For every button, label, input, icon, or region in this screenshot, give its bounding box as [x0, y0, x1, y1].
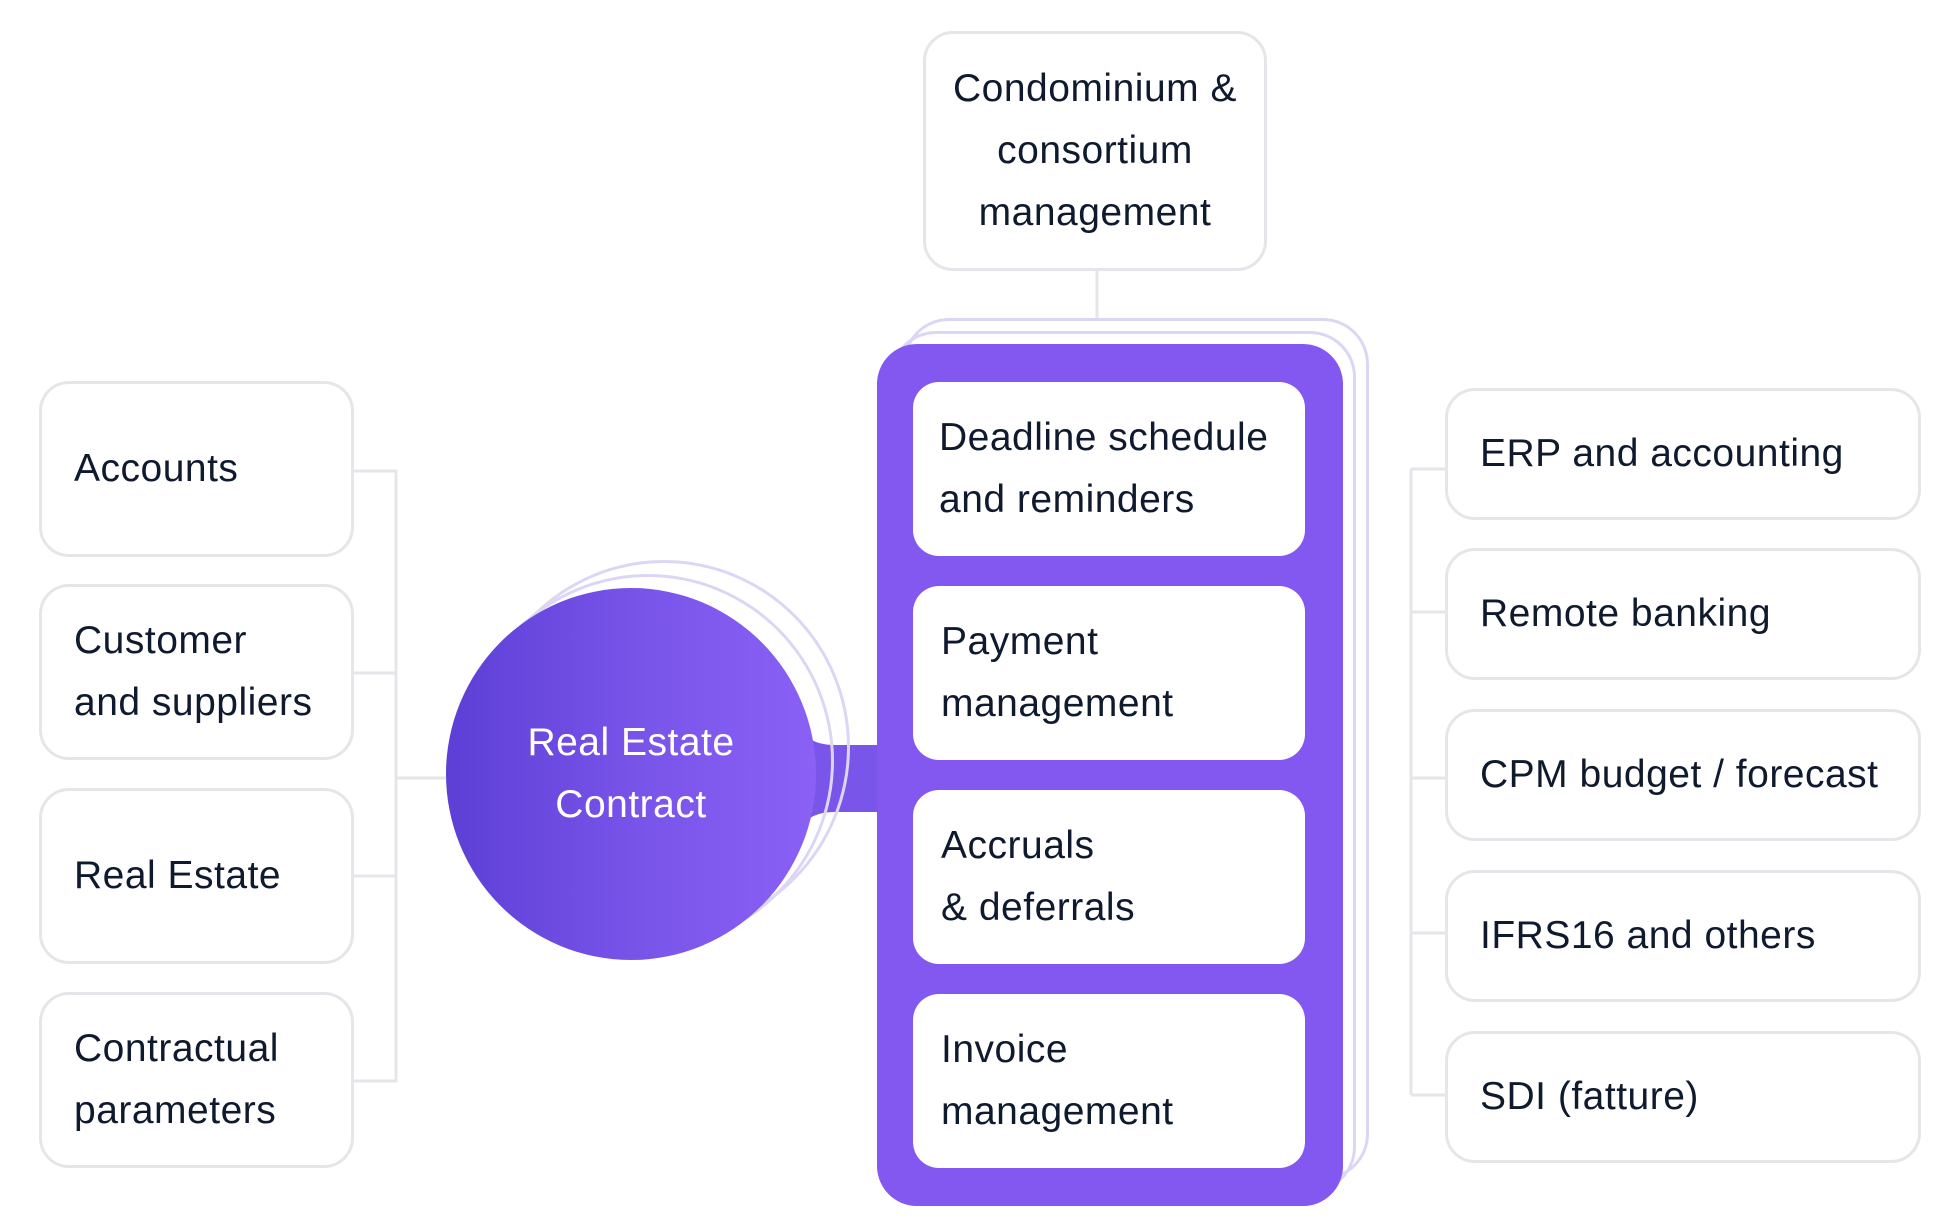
left-node-real-estate: Real Estate: [39, 788, 354, 964]
left-connector: [354, 469, 446, 1083]
left-node-contractual-parameters: Contractual parameters: [39, 992, 354, 1168]
module-label: management: [941, 1090, 1174, 1133]
module-label: and reminders: [939, 478, 1195, 521]
module-label: & deferrals: [941, 886, 1136, 929]
module-label: Accruals: [941, 824, 1095, 867]
right-node-label: ERP and accounting: [1480, 432, 1844, 475]
module-label: management: [941, 682, 1174, 725]
center-label-line2: Contract: [555, 783, 707, 826]
condominium-management-node: Condominium & consortium management: [923, 31, 1267, 271]
left-node-label: parameters: [74, 1089, 277, 1132]
right-node-remote-banking: Remote banking: [1445, 548, 1921, 680]
right-node-label: SDI (fatture): [1480, 1075, 1699, 1118]
right-node-erp-accounting: ERP and accounting: [1445, 388, 1921, 520]
right-node-sdi-fatture: SDI (fatture): [1445, 1031, 1921, 1163]
right-node-ifrs16: IFRS16 and others: [1445, 870, 1921, 1002]
module-accruals-deferrals: Accruals & deferrals: [913, 790, 1305, 964]
module-invoice-management: Invoice management: [913, 994, 1305, 1168]
right-node-label: IFRS16 and others: [1480, 914, 1816, 957]
center-label-line1: Real Estate: [527, 721, 735, 764]
module-label: Invoice: [941, 1028, 1069, 1071]
right-node-cpm-budget-forecast: CPM budget / forecast: [1445, 709, 1921, 841]
left-node-label: Accounts: [74, 447, 239, 490]
module-payment-management: Payment management: [913, 586, 1305, 760]
left-node-label: Customer: [74, 619, 248, 662]
module-deadline-schedule: Deadline schedule and reminders: [913, 382, 1305, 556]
left-node-label: Real Estate: [74, 854, 282, 897]
right-node-label: Remote banking: [1480, 592, 1772, 635]
top-label-line2: consortium: [997, 129, 1193, 172]
top-label-line3: management: [978, 191, 1212, 234]
real-estate-contract-node: Real Estate Contract: [446, 588, 816, 960]
right-node-label: CPM budget / forecast: [1480, 753, 1879, 796]
left-node-customer-suppliers: Customer and suppliers: [39, 584, 354, 760]
left-node-accounts: Accounts: [39, 381, 354, 557]
module-label: Deadline schedule: [939, 416, 1269, 459]
left-node-label: Contractual: [74, 1027, 279, 1070]
right-connector: [1409, 467, 1445, 1097]
top-label-line1: Condominium &: [953, 67, 1237, 110]
left-node-label: and suppliers: [74, 681, 313, 724]
module-label: Payment: [941, 620, 1099, 663]
